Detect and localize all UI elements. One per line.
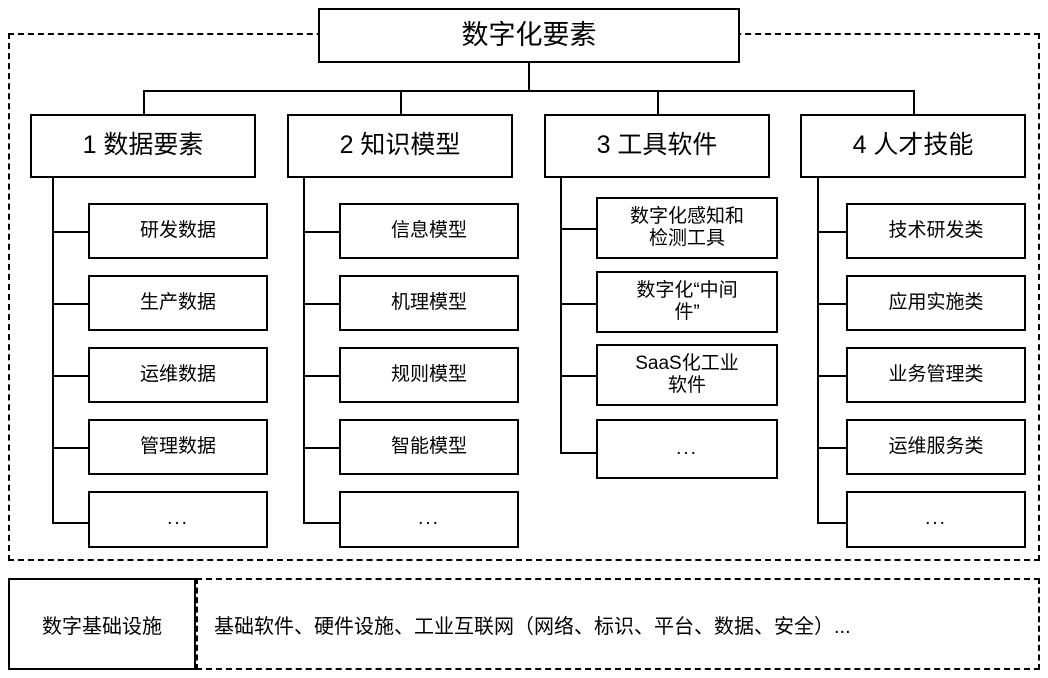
- stub-line-col3-item1: [560, 228, 598, 230]
- footer-content-box: 基础软件、硬件设施、工业互联网（网络、标识、平台、数据、安全）...: [196, 578, 1040, 670]
- distribution-bus-line: [143, 90, 915, 92]
- trunk-line-col2: [303, 178, 305, 524]
- stub-line-col3-item2: [560, 303, 598, 305]
- footer-label-box: 数字基础设施: [8, 578, 196, 670]
- stub-line-col4-item5: [817, 522, 855, 524]
- leaf-box-col4-5: ...: [846, 491, 1026, 548]
- leaf-box-col1-3: 运维数据: [88, 347, 268, 403]
- stub-line-col1-item4: [52, 447, 90, 449]
- stub-line-col1-item5: [52, 522, 90, 524]
- stub-line-col4-item3: [817, 375, 855, 377]
- stub-line-col3-item4: [560, 452, 598, 454]
- category-header-4: 4 人才技能: [800, 114, 1026, 178]
- drop-line-col2: [400, 90, 402, 116]
- leaf-box-col3-3: SaaS化工业 软件: [596, 344, 778, 406]
- drop-line-col1: [143, 90, 145, 116]
- leaf-box-col1-4: 管理数据: [88, 419, 268, 475]
- category-header-2: 2 知识模型: [287, 114, 513, 178]
- stub-line-col1-item1: [52, 231, 90, 233]
- leaf-box-col4-4: 运维服务类: [846, 419, 1026, 475]
- leaf-box-col2-1: 信息模型: [339, 203, 519, 259]
- category-header-1: 1 数据要素: [30, 114, 256, 178]
- trunk-line-col4: [817, 178, 819, 524]
- trunk-line-col1: [52, 178, 54, 524]
- stub-line-col2-item4: [303, 447, 341, 449]
- footer-label-text: 数字基础设施: [42, 615, 162, 638]
- leaf-box-col3-1: 数字化感知和 检测工具: [596, 197, 778, 259]
- leaf-box-col3-2: 数字化“中间 件”: [596, 271, 778, 333]
- trunk-line-col3: [560, 178, 562, 454]
- stub-line-col2-item1: [303, 231, 341, 233]
- root-stem-line: [528, 63, 530, 92]
- drop-line-col4: [913, 90, 915, 116]
- footer-content-text: 基础软件、硬件设施、工业互联网（网络、标识、平台、数据、安全）...: [214, 615, 851, 638]
- leaf-box-col2-4: 智能模型: [339, 419, 519, 475]
- stub-line-col3-item3: [560, 375, 598, 377]
- leaf-box-col4-3: 业务管理类: [846, 347, 1026, 403]
- leaf-box-col1-2: 生产数据: [88, 275, 268, 331]
- leaf-box-col1-5: ...: [88, 491, 268, 548]
- stub-line-col4-item1: [817, 231, 855, 233]
- stub-line-col2-item3: [303, 375, 341, 377]
- stub-line-col1-item2: [52, 303, 90, 305]
- stub-line-col4-item2: [817, 303, 855, 305]
- leaf-box-col2-2: 机理模型: [339, 275, 519, 331]
- leaf-box-col4-1: 技术研发类: [846, 203, 1026, 259]
- root-title-box: 数字化要素: [318, 8, 740, 63]
- leaf-box-col2-3: 规则模型: [339, 347, 519, 403]
- stub-line-col2-item5: [303, 522, 341, 524]
- leaf-box-col3-4: ...: [596, 419, 778, 479]
- leaf-box-col2-5: ...: [339, 491, 519, 548]
- leaf-box-col4-2: 应用实施类: [846, 275, 1026, 331]
- stub-line-col4-item4: [817, 447, 855, 449]
- stub-line-col1-item3: [52, 375, 90, 377]
- category-header-3: 3 工具软件: [544, 114, 770, 178]
- drop-line-col3: [657, 90, 659, 116]
- leaf-box-col1-1: 研发数据: [88, 203, 268, 259]
- stub-line-col2-item2: [303, 303, 341, 305]
